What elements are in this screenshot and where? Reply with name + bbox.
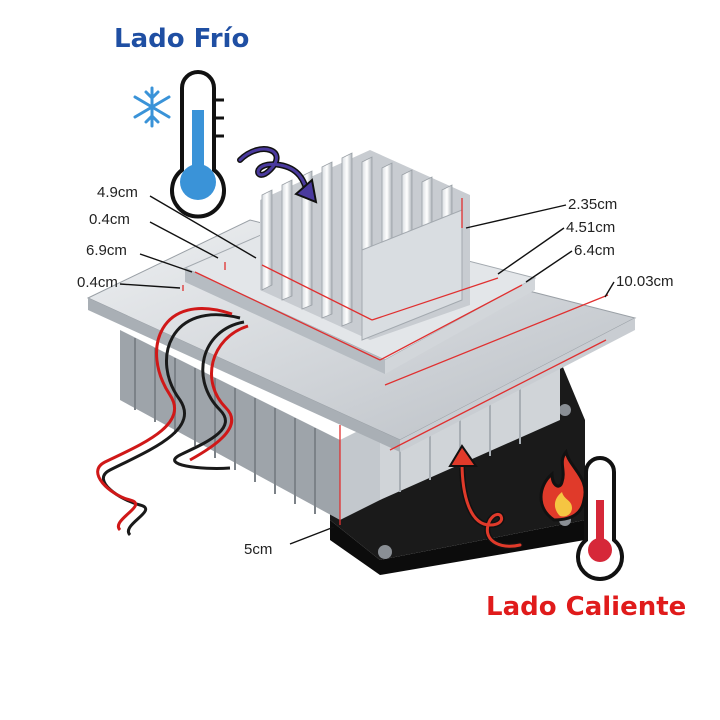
thermometer-hot-icon bbox=[576, 456, 624, 581]
dimension-block-depth: 4.51cm bbox=[566, 219, 616, 236]
flame-icon bbox=[539, 448, 587, 522]
dimension-fin-height: 2.35cm bbox=[568, 196, 618, 213]
snowflake-icon bbox=[133, 86, 171, 128]
dimension-fin-length: 4.9cm bbox=[97, 184, 138, 201]
power-wires bbox=[96, 307, 249, 537]
dimension-block-thickness: 0.4cm bbox=[89, 211, 130, 228]
dimension-total-height: 5cm bbox=[244, 541, 273, 558]
dimension-lines bbox=[182, 198, 609, 525]
thermometer-cold-icon bbox=[170, 70, 226, 219]
hot-swirl-arrow-icon bbox=[448, 444, 523, 550]
dimension-base-width: 10.03cm bbox=[616, 273, 674, 290]
dimension-plate-thickness: 0.4cm bbox=[77, 274, 118, 291]
cold-side-title: Lado Frío bbox=[114, 24, 250, 54]
swirl-arrow-icon bbox=[237, 146, 318, 204]
leader-lines bbox=[119, 195, 615, 545]
dimension-block-width: 6.9cm bbox=[86, 242, 127, 259]
hot-side-title: Lado Caliente bbox=[486, 592, 687, 622]
dimension-plate-width: 6.4cm bbox=[574, 242, 615, 259]
